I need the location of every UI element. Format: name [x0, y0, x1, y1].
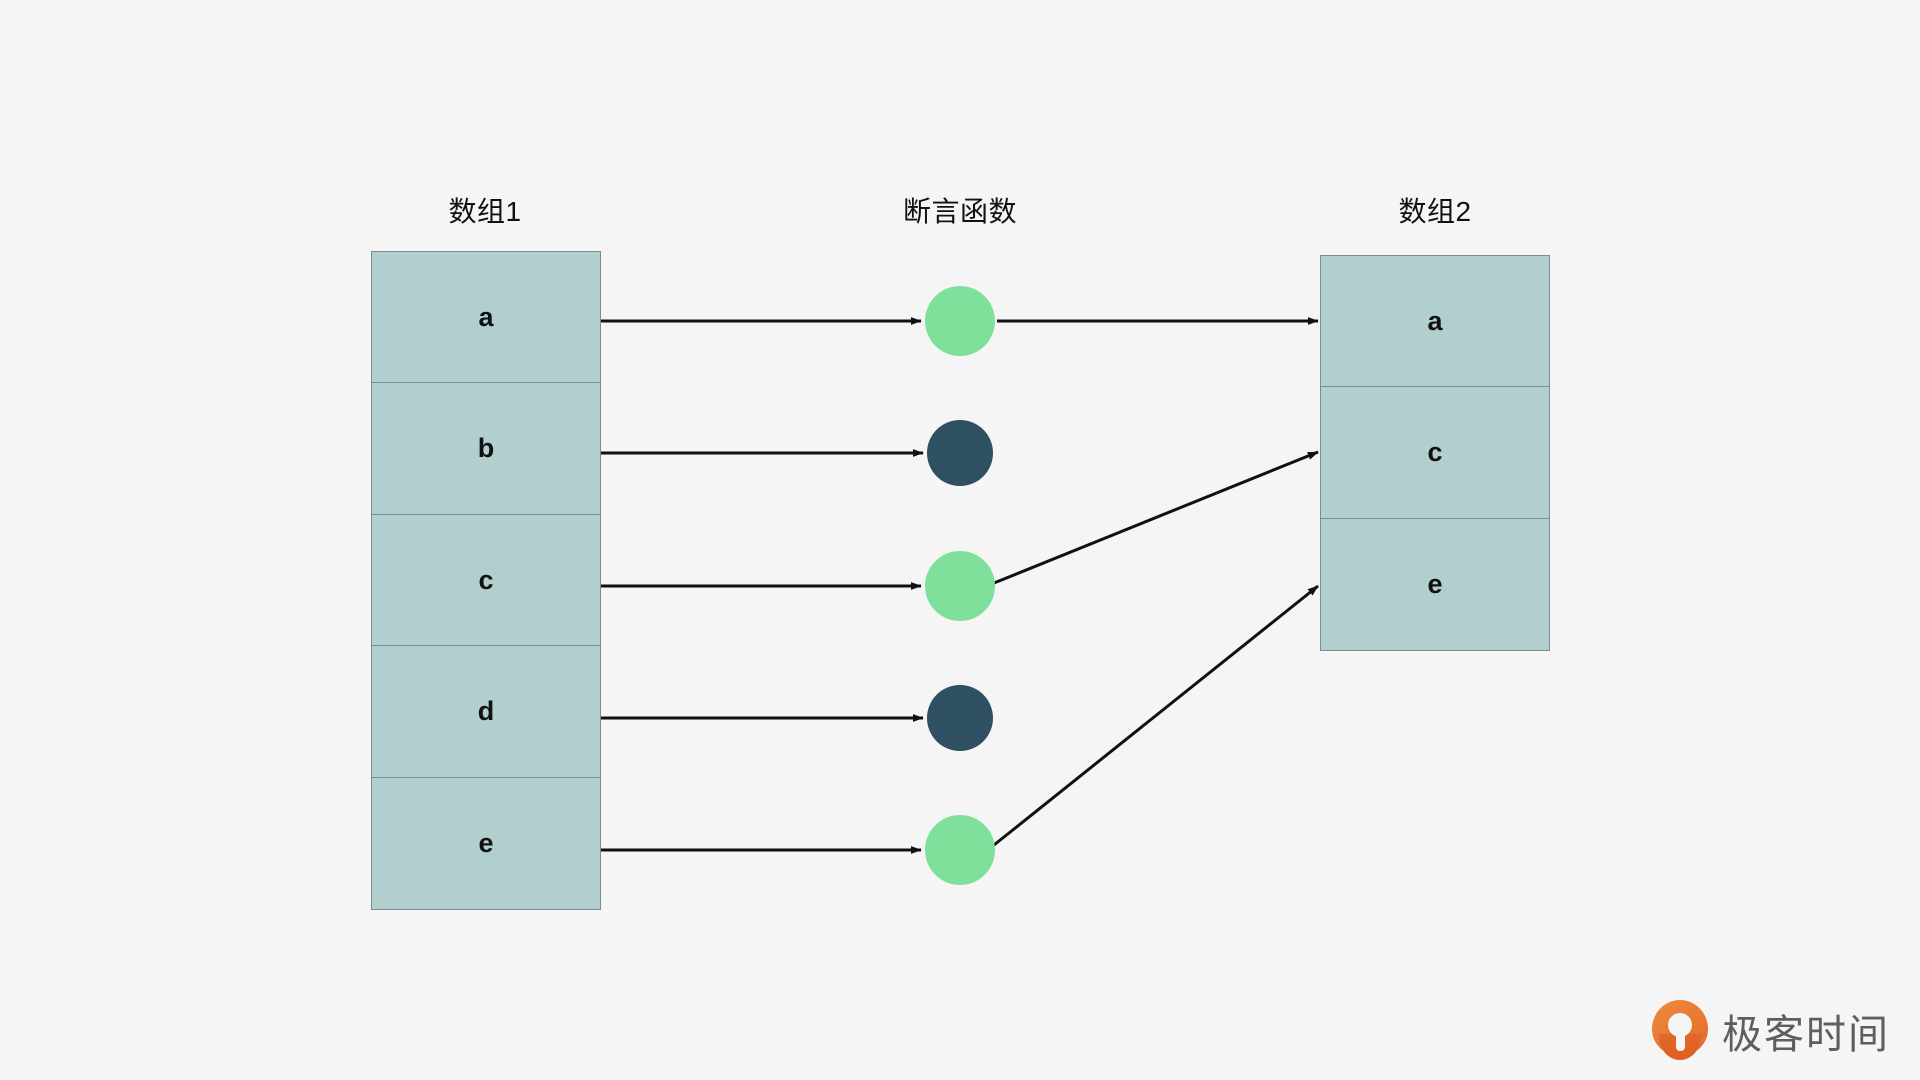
- predicate-function-label: 断言函数: [902, 196, 1018, 227]
- result-cell-c[interactable]: c: [1320, 386, 1550, 520]
- watermark-text: 极客时间: [1722, 1013, 1890, 1057]
- result-cell-a[interactable]: a: [1320, 255, 1550, 388]
- edge-node-to-result-e: [993, 584, 1319, 847]
- watermark-brand: 极客时间: [1652, 1000, 1890, 1062]
- predicate-node-a-pass[interactable]: [925, 286, 995, 356]
- source-cell-d[interactable]: d: [371, 645, 601, 779]
- source-array: a b c d e: [371, 251, 601, 910]
- source-cell-e[interactable]: e: [371, 776, 601, 910]
- edge-node-to-result-c: [993, 450, 1319, 585]
- predicate-node-e-pass[interactable]: [925, 815, 995, 885]
- source-array-label: 数组1: [448, 196, 522, 227]
- predicate-node-b-fail[interactable]: [927, 420, 993, 486]
- predicate-node-c-pass[interactable]: [925, 551, 995, 621]
- result-array: a c e: [1320, 255, 1550, 651]
- source-cell-b[interactable]: b: [371, 382, 601, 516]
- geektime-logo-icon: [1652, 1000, 1708, 1062]
- source-cell-c[interactable]: c: [371, 513, 601, 647]
- result-cell-e[interactable]: e: [1320, 517, 1550, 651]
- predicate-node-d-fail[interactable]: [927, 685, 993, 751]
- result-array-label: 数组2: [1398, 196, 1472, 227]
- source-cell-a[interactable]: a: [371, 251, 601, 384]
